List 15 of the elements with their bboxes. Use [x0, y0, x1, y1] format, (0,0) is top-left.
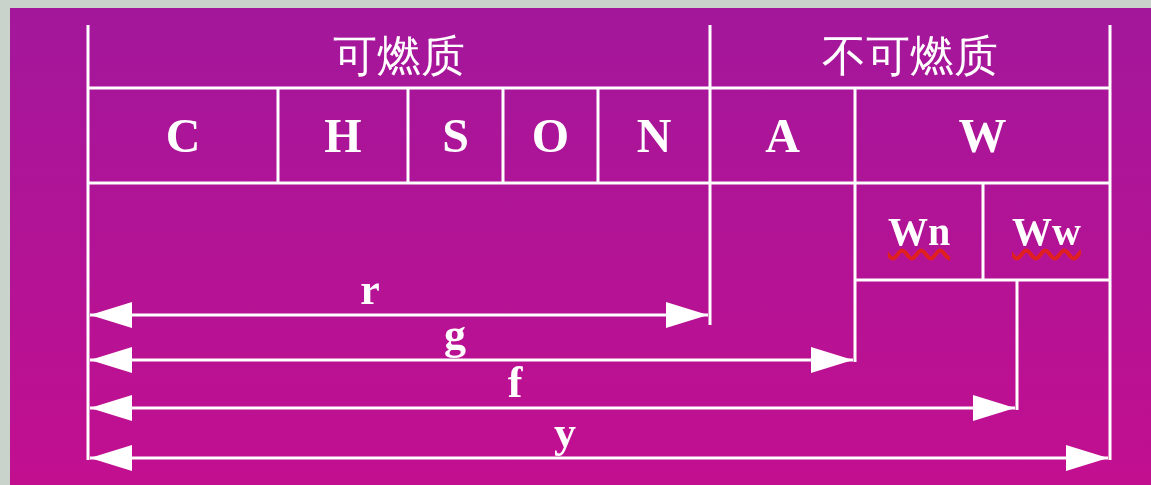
component-label: S — [410, 90, 501, 181]
component-label: H — [280, 90, 406, 181]
dimension-label: g — [444, 313, 466, 357]
column-header: 不可燃质 — [710, 25, 1110, 88]
component-label: A — [712, 90, 853, 181]
component-label: C — [90, 90, 276, 181]
column-header: 可燃质 — [88, 25, 710, 88]
dimension-label: r — [360, 268, 380, 312]
dimension-label: y — [554, 411, 576, 455]
component-label: O — [505, 90, 596, 181]
component-label: Ww — [985, 185, 1108, 278]
component-label: Wn — [857, 185, 981, 278]
component-label: W — [857, 90, 1108, 181]
dimension-label: f — [507, 361, 523, 405]
component-label: N — [600, 90, 708, 181]
